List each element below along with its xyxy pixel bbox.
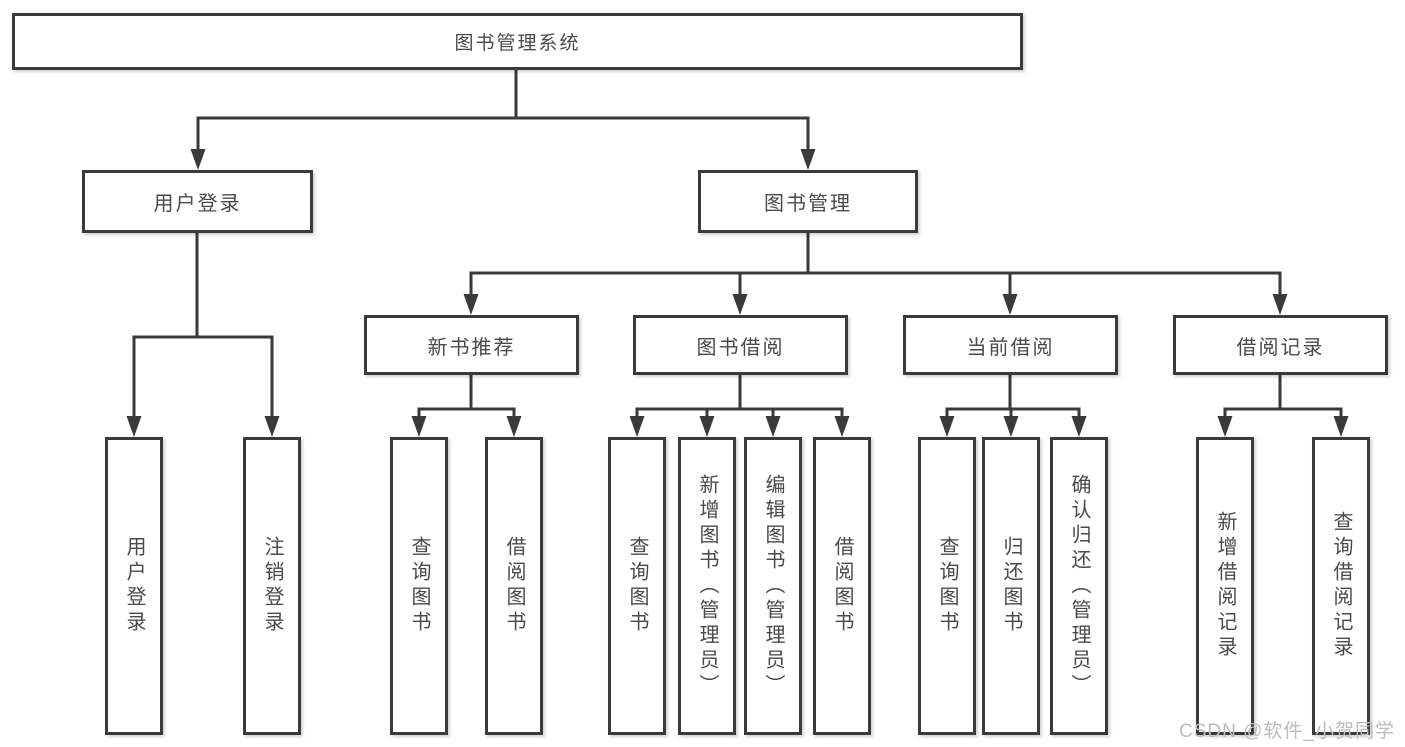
leaf-add-books-admin-label: 新增图书（管理员） xyxy=(696,473,718,699)
leaf-query-borrow-record: 查询借阅记录 xyxy=(1312,437,1370,735)
node-book-borrow: 图书借阅 xyxy=(633,315,848,375)
node-current-borrow: 当前借阅 xyxy=(903,315,1118,375)
leaf-query-books-current-label: 查询图书 xyxy=(936,536,958,636)
leaf-borrow-books-newbook-label: 借阅图书 xyxy=(503,536,525,636)
node-new-book-recommend-label: 新书推荐 xyxy=(427,336,516,359)
node-borrow-records-label: 借阅记录 xyxy=(1236,336,1325,359)
leaf-query-books-current: 查询图书 xyxy=(918,437,976,735)
leaf-query-books-newbook-label: 查询图书 xyxy=(408,536,430,636)
leaf-edit-books-admin-label: 编辑图书（管理员） xyxy=(762,473,784,699)
node-current-borrow-label: 当前借阅 xyxy=(966,336,1055,359)
node-user-login: 用户登录 xyxy=(82,170,313,233)
node-book-management-label: 图书管理 xyxy=(764,193,852,215)
leaf-borrow-books-borrow: 借阅图书 xyxy=(813,437,871,735)
leaf-user-login: 用户登录 xyxy=(105,437,163,735)
node-borrow-records: 借阅记录 xyxy=(1173,315,1388,375)
node-root-label: 图书管理系统 xyxy=(454,33,581,54)
node-new-book-recommend: 新书推荐 xyxy=(364,315,579,375)
leaf-return-books-label: 归还图书 xyxy=(1000,536,1022,636)
csdn-watermark: CSDN @软件_小贺同学 xyxy=(1179,721,1395,742)
leaf-query-books-newbook: 查询图书 xyxy=(390,437,448,735)
leaf-query-books-borrow-label: 查询图书 xyxy=(626,536,648,636)
leaf-edit-books-admin: 编辑图书（管理员） xyxy=(744,437,802,735)
leaf-confirm-return-admin: 确认归还（管理员） xyxy=(1050,437,1108,735)
leaf-borrow-books-borrow-label: 借阅图书 xyxy=(831,536,853,636)
leaf-logout-login: 注销登录 xyxy=(243,437,301,735)
leaf-user-login-label: 用户登录 xyxy=(123,536,145,636)
leaf-logout-login-label: 注销登录 xyxy=(261,536,283,636)
leaf-query-books-borrow: 查询图书 xyxy=(608,437,666,735)
leaf-return-books: 归还图书 xyxy=(982,437,1040,735)
leaf-add-books-admin: 新增图书（管理员） xyxy=(678,437,736,735)
leaf-query-borrow-record-label: 查询借阅记录 xyxy=(1330,511,1352,661)
leaf-add-borrow-record-label: 新增借阅记录 xyxy=(1214,511,1236,661)
leaf-add-borrow-record: 新增借阅记录 xyxy=(1196,437,1254,735)
node-user-login-label: 用户登录 xyxy=(153,193,242,215)
leaf-borrow-books-newbook: 借阅图书 xyxy=(485,437,543,735)
leaf-confirm-return-admin-label: 确认归还（管理员） xyxy=(1068,473,1090,699)
node-book-management: 图书管理 xyxy=(698,170,918,233)
node-root-system: 图书管理系统 xyxy=(12,13,1023,70)
node-book-borrow-label: 图书借阅 xyxy=(696,336,785,359)
